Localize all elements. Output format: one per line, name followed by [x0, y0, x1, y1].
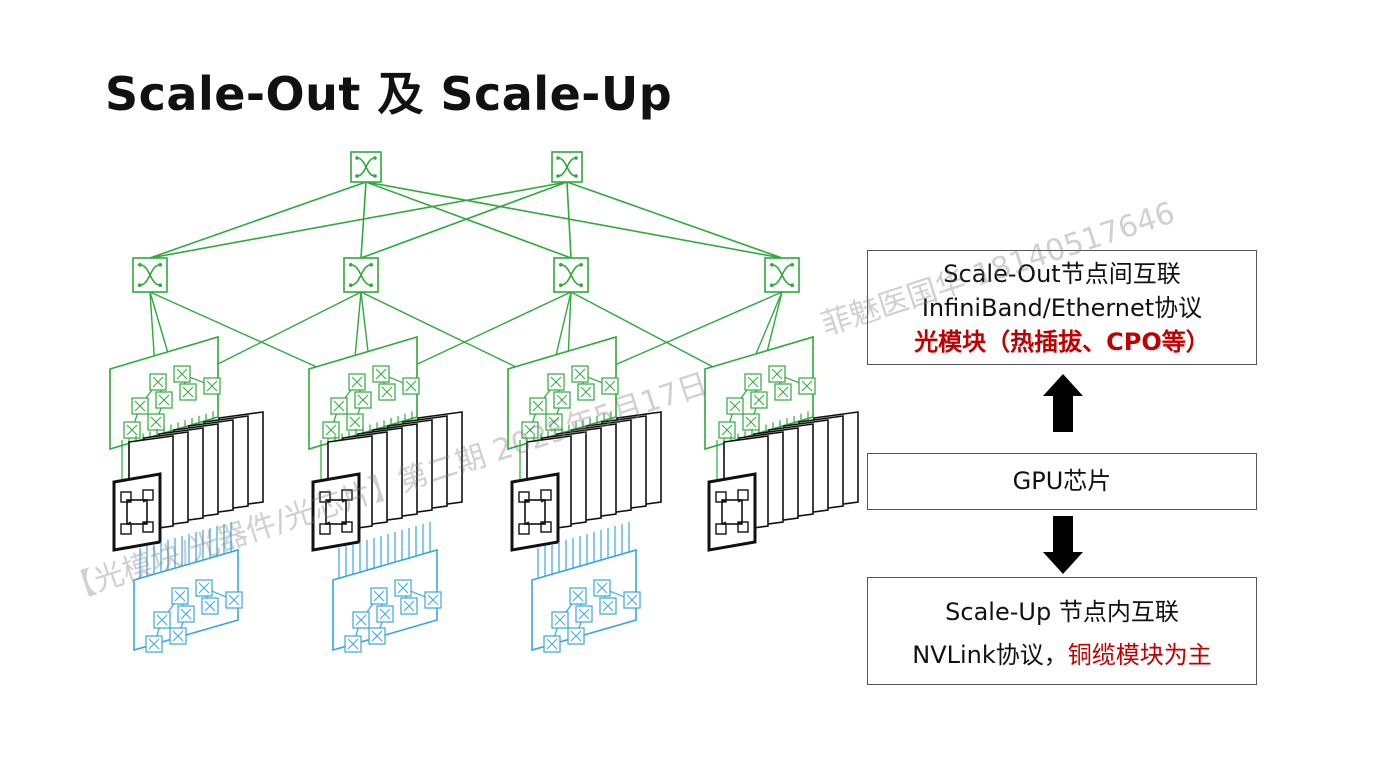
leaf-tor-link	[570, 291, 716, 369]
leaf-switch-icon	[553, 257, 589, 293]
gpu-box: GPU芯片	[867, 453, 1257, 510]
scale-up-switches	[543, 579, 641, 653]
scale-up-protocol: NVLink协议，铜缆模块为主	[868, 632, 1256, 678]
nvlink-text: NVLink协议，	[912, 641, 1068, 669]
spine-switch-icon	[350, 151, 382, 183]
scale-out-tor-switches	[322, 365, 420, 439]
scale-up-box: Scale-Up 节点内互联 NVLink协议，铜缆模块为主	[867, 577, 1257, 685]
spine-leaf-link	[365, 181, 783, 259]
scale-up-switches	[344, 579, 442, 653]
leaf-tor-link	[764, 291, 783, 361]
leaf-tor-link	[209, 291, 362, 369]
slide-title: Scale-Out 及 Scale-Up	[105, 67, 673, 121]
scale-up-switches	[145, 579, 243, 653]
scale-out-protocol: InfiniBand/Ethernet协议	[921, 294, 1203, 322]
gpu-label: GPU芯片	[1012, 467, 1112, 495]
scale-out-optical: 光模块（热插拔、CPO等）	[914, 328, 1210, 356]
spine-leaf-link	[360, 181, 568, 259]
scale-up-title: Scale-Up 节点内互联	[945, 598, 1179, 626]
copper-text: 铜缆模块为主	[1067, 641, 1212, 669]
gpu-card-icon	[311, 472, 361, 552]
leaf-tor-link	[360, 291, 519, 369]
spine-leaf-link	[149, 181, 568, 259]
spine-leaf-link	[360, 181, 367, 259]
spine-leaf-link	[365, 181, 572, 259]
leaf-tor-link	[567, 291, 572, 361]
arrow-down-icon	[1043, 516, 1083, 574]
leaf-tor-link	[149, 291, 320, 369]
gpu-card-icon	[707, 472, 757, 552]
leaf-tor-link	[149, 291, 171, 361]
scale-out-tor-switches	[521, 365, 619, 439]
leaf-switch-icon	[132, 257, 168, 293]
leaf-switch-icon	[343, 257, 379, 293]
gpu-card-icon	[112, 472, 162, 552]
spine-leaf-link	[149, 181, 367, 259]
leaf-tor-link	[607, 291, 783, 369]
gpu-card-icon	[510, 472, 560, 552]
leaf-switch-icon	[764, 257, 800, 293]
leaf-tor-link	[360, 291, 370, 361]
scale-out-title: Scale-Out节点间互联	[943, 260, 1181, 288]
spine-leaf-link	[566, 181, 572, 259]
spine-leaf-link	[566, 181, 783, 259]
scale-out-box: Scale-Out节点间互联 InfiniBand/Ethernet协议 光模块…	[867, 250, 1257, 365]
leaf-tor-link	[408, 291, 572, 369]
scale-out-tor-switches	[123, 365, 221, 439]
scale-out-tor-switches	[718, 365, 816, 439]
arrow-up-icon	[1043, 374, 1083, 432]
spine-switch-icon	[551, 151, 583, 183]
